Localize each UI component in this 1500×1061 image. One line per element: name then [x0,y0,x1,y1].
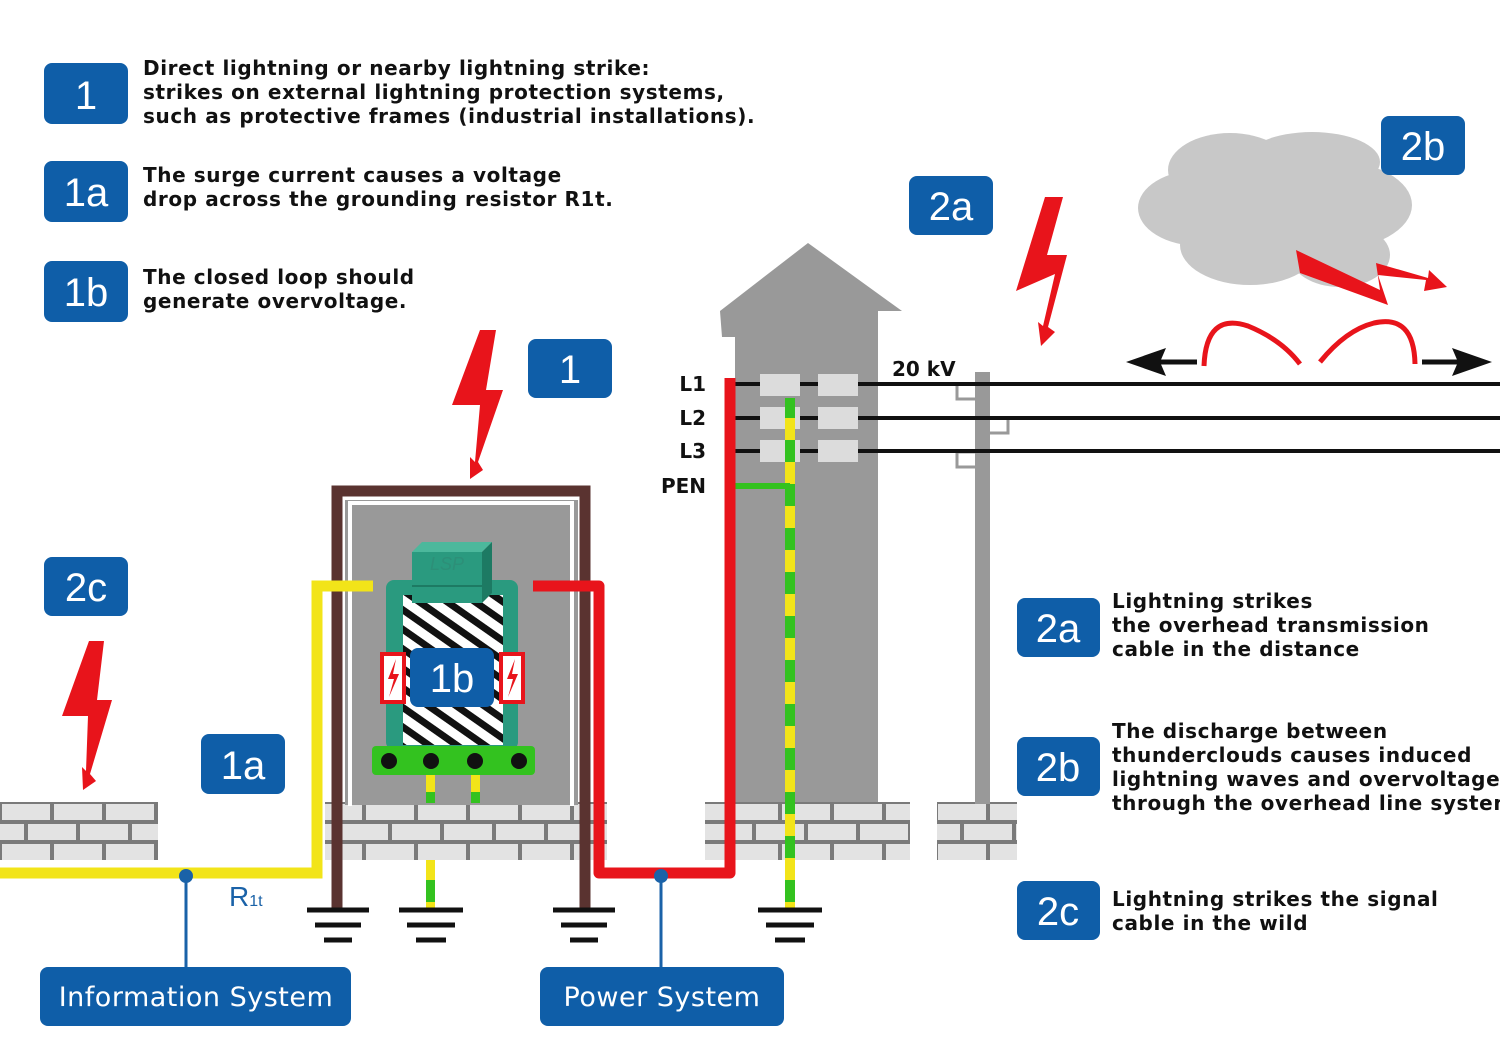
legend-item-2a: 2a Lightning strikes the overhead transm… [1017,589,1430,661]
legend-line: cable in the distance [1112,637,1360,661]
tag-badge [44,261,128,322]
diagram-tag-2b: 2b [1381,116,1465,175]
phase-label-l2: L2 [679,406,706,430]
signal-cable [0,580,373,879]
frame-inner-outline [348,501,574,806]
power-cable [533,378,736,879]
diagram-tag-2c: 2c [44,557,128,616]
brick-wall-left [0,802,158,860]
diagram-tag-2a: 2a [909,176,993,235]
legend-item-1b: 1b The closed loop should generate overv… [44,261,415,322]
phase-lines [734,382,1500,453]
legend-item-1: 1 Direct lightning or nearby lightning s… [44,56,755,128]
phase-label-l3: L3 [679,439,706,463]
legend-item-2c: 2c Lightning strikes the signal cable in… [1017,881,1439,940]
information-system-node [179,869,193,883]
tag-label: 2a [1036,607,1081,651]
earth-symbol-frame-right [553,907,615,943]
overhead-pole [955,372,1010,804]
diagram-tag-1b: 1b [410,648,494,707]
equipotential-bonding-bar [372,746,535,775]
cloud-discharge-icon [1296,250,1447,305]
earth-symbol-frame-left [307,907,369,943]
diagram-tag-1a: 1a [201,734,285,794]
tag-badge [44,161,128,222]
tag-badge [1017,737,1100,796]
substation-shape [720,243,902,802]
lightning-bolt-2c-icon [62,641,112,790]
legend-line: The surge current causes a voltage [143,163,562,187]
surge-warning-left-icon [380,652,406,704]
information-system-box: Information System [40,967,351,1026]
tag-label: 1 [75,74,97,118]
tag-label: 1b [64,271,109,315]
tag-label: 2c [1037,890,1079,934]
legend-line: through the overhead line system. [1112,791,1500,815]
diagram-tag-1b-label: 1b [430,657,475,701]
legend-item-2b: 2b The discharge between thunderclouds c… [1017,719,1500,815]
power-system-box: Power System [540,967,784,1026]
legend-line: thunderclouds causes induced [1112,743,1472,767]
building-earth-conductor [426,860,435,910]
diagram-tag-2c-label: 2c [65,566,107,610]
tag-badge [1017,598,1100,657]
legend-line: strikes on external lightning protection… [143,80,725,104]
legend-line: The closed loop should [143,265,415,289]
legend-line: drop across the grounding resistor R1t. [143,187,613,211]
legend-line: lightning waves and overvoltage [1112,767,1500,791]
lightning-bolt-2a-icon [1016,197,1067,346]
voltage-label: 20 kV [892,357,956,381]
legend-line: such as protective frames (industrial in… [143,104,755,128]
earth-symbol-substation [758,907,822,943]
pen-conductor [785,398,795,910]
lsp-device [412,552,482,603]
substation-building [720,243,902,802]
earth-symbol-equipment [399,907,463,943]
power-system-node [654,869,668,883]
legend-line: Lightning strikes the signal [1112,887,1439,911]
diagram-tag-2b-label: 2b [1401,125,1446,169]
lsp-label: LSP [430,554,464,574]
diagram-tag-2a-label: 2a [929,185,974,229]
legend-line: The discharge between [1112,719,1388,743]
phase-label-pen: PEN [661,474,706,498]
diagram-tag-1: 1 [528,339,612,398]
legend-line: generate overvoltage. [143,289,407,313]
legend-line: Direct lightning or nearby lightning str… [143,56,650,80]
legend-line: cable in the wild [1112,911,1308,935]
information-system-label: Information System [59,982,334,1013]
tag-label: 1a [64,171,109,215]
transformer-fuses [760,374,858,462]
legend-line: Lightning strikes [1112,589,1313,613]
brick-wall-substation [705,802,910,860]
tag-badge [44,63,128,124]
surge-warning-right-icon [499,652,525,704]
lightning-bolt-1-icon [452,330,503,479]
power-system-label: Power System [564,982,761,1013]
grounding-resistor-label: R1t [229,881,263,912]
diagram-tag-1a-label: 1a [221,744,266,788]
phase-label-l1: L1 [679,372,706,396]
pole-shaft [975,372,990,804]
legend-item-1a: 1a The surge current causes a voltage dr… [44,161,613,222]
induced-wave-icon [1126,319,1492,376]
tag-label: 2b [1036,746,1081,790]
lightning-protection-frame [331,485,591,910]
brick-wall-pole [937,802,1017,860]
tag-badge [1017,881,1100,940]
legend-line: the overhead transmission [1112,613,1430,637]
brick-wall-building [325,802,607,860]
thundercloud-icon [1138,132,1412,287]
diagram-tag-1-label: 1 [559,348,581,392]
